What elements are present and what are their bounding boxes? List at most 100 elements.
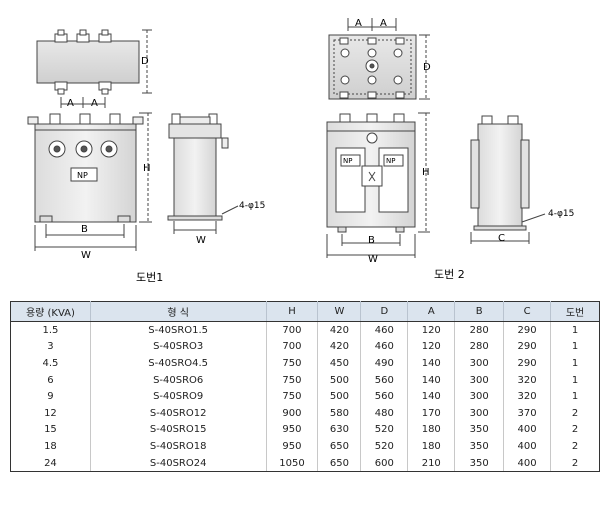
cell-model: S-40SRO1.5 bbox=[89, 321, 267, 339]
cell-a: 170 bbox=[407, 404, 456, 422]
cell-model: S-40SRO12 bbox=[89, 404, 267, 422]
cell-drawing-no: 2 bbox=[550, 421, 600, 439]
drawing1-caption: 도번1 bbox=[136, 271, 163, 284]
cell-b: 280 bbox=[454, 338, 505, 356]
cell-w: 650 bbox=[317, 454, 362, 473]
cell-a: 140 bbox=[407, 371, 456, 389]
cell-c: 400 bbox=[503, 421, 552, 439]
cell-h: 950 bbox=[265, 421, 319, 439]
cell-w: 630 bbox=[317, 421, 362, 439]
drawing2-dim-hole: 4-φ15 bbox=[548, 209, 574, 219]
cell-b: 280 bbox=[454, 321, 505, 339]
drawing1-top-view bbox=[36, 29, 152, 108]
cell-b: 300 bbox=[454, 388, 505, 405]
drawing1-front-view bbox=[27, 112, 152, 251]
cell-h: 700 bbox=[265, 338, 319, 356]
cell-drawing-no: 2 bbox=[550, 454, 600, 473]
cell-c: 400 bbox=[503, 454, 552, 473]
cell-b: 300 bbox=[454, 355, 505, 372]
cell-b: 350 bbox=[454, 454, 505, 473]
cell-a: 180 bbox=[407, 421, 456, 439]
cell-d: 480 bbox=[360, 404, 409, 422]
cell-model: S-40SRO18 bbox=[89, 438, 267, 455]
drawing2-dim-a-left: A bbox=[355, 18, 362, 29]
drawing1-dim-a-right: A bbox=[91, 98, 98, 109]
cell-d: 460 bbox=[360, 321, 409, 339]
cell-h: 950 bbox=[265, 438, 319, 455]
cell-model: S-40SRO4.5 bbox=[89, 355, 267, 372]
drawing1-dim-hole: 4-φ15 bbox=[239, 201, 265, 211]
drawing1-dim-a-left: A bbox=[67, 98, 74, 109]
transformer-drawings: D A A NP H B W bbox=[27, 18, 574, 284]
cell-d: 560 bbox=[360, 371, 409, 389]
cell-c: 320 bbox=[503, 388, 552, 405]
cell-h: 750 bbox=[265, 371, 319, 389]
cell-c: 290 bbox=[503, 338, 552, 356]
drawing2-side-view bbox=[470, 115, 546, 244]
cell-a: 140 bbox=[407, 388, 456, 405]
cell-drawing-no: 1 bbox=[550, 371, 600, 389]
cell-a: 140 bbox=[407, 355, 456, 372]
cell-a: 180 bbox=[407, 438, 456, 455]
cell-w: 580 bbox=[317, 404, 362, 422]
header-h: H bbox=[265, 301, 319, 322]
cell-model: S-40SRO9 bbox=[89, 388, 267, 405]
cell-w: 500 bbox=[317, 388, 362, 405]
drawing1-side-view bbox=[167, 113, 239, 234]
cell-c: 370 bbox=[503, 404, 552, 422]
cell-capacity: 24 bbox=[10, 454, 91, 473]
drawing2-nameplate-right: NP bbox=[386, 157, 395, 165]
drawing2-front-view bbox=[326, 112, 430, 258]
cell-drawing-no: 1 bbox=[550, 388, 600, 405]
cell-w: 650 bbox=[317, 438, 362, 455]
drawing2-dim-w: W bbox=[368, 254, 378, 265]
cell-capacity: 15 bbox=[10, 421, 91, 439]
cell-w: 420 bbox=[317, 321, 362, 339]
cell-b: 350 bbox=[454, 421, 505, 439]
cell-h: 700 bbox=[265, 321, 319, 339]
cell-capacity: 1.5 bbox=[10, 321, 91, 339]
cell-drawing-no: 2 bbox=[550, 438, 600, 455]
cell-model: S-40SRO3 bbox=[89, 338, 267, 356]
drawing2-dim-d: D bbox=[423, 62, 431, 73]
header-d: D bbox=[360, 301, 409, 322]
drawing2-dim-c: C bbox=[498, 233, 505, 244]
drawing2-nameplate-left: NP bbox=[343, 157, 352, 165]
cell-d: 600 bbox=[360, 454, 409, 473]
cell-b: 350 bbox=[454, 438, 505, 455]
header-c: C bbox=[503, 301, 552, 322]
drawing1-dim-d: D bbox=[141, 56, 149, 67]
drawing1-dim-b: B bbox=[81, 224, 88, 235]
cell-d: 490 bbox=[360, 355, 409, 372]
cell-model: S-40SRO15 bbox=[89, 421, 267, 439]
cell-capacity: 9 bbox=[10, 388, 91, 405]
cell-h: 900 bbox=[265, 404, 319, 422]
header-a: A bbox=[407, 301, 456, 322]
cell-drawing-no: 1 bbox=[550, 321, 600, 339]
header-capacity: 용량 (KVA) bbox=[10, 301, 91, 322]
drawing1-nameplate: NP bbox=[77, 171, 88, 180]
cell-w: 500 bbox=[317, 371, 362, 389]
cell-capacity: 4.5 bbox=[10, 355, 91, 372]
cell-drawing-no: 1 bbox=[550, 355, 600, 372]
cell-model: S-40SRO6 bbox=[89, 371, 267, 389]
cell-capacity: 18 bbox=[10, 438, 91, 455]
cell-capacity: 12 bbox=[10, 404, 91, 422]
drawing1-dim-w-side: W bbox=[196, 235, 206, 246]
drawing1-dim-w-front: W bbox=[81, 250, 91, 261]
cell-a: 120 bbox=[407, 338, 456, 356]
cell-c: 290 bbox=[503, 321, 552, 339]
cell-b: 300 bbox=[454, 371, 505, 389]
cell-drawing-no: 1 bbox=[550, 338, 600, 356]
cell-a: 210 bbox=[407, 454, 456, 473]
cell-model: S-40SRO24 bbox=[89, 454, 267, 473]
cell-w: 450 bbox=[317, 355, 362, 372]
header-drawing-no: 도번 bbox=[550, 301, 600, 322]
drawing2-dim-a-right: A bbox=[380, 18, 387, 29]
cell-c: 320 bbox=[503, 371, 552, 389]
cell-d: 520 bbox=[360, 438, 409, 455]
